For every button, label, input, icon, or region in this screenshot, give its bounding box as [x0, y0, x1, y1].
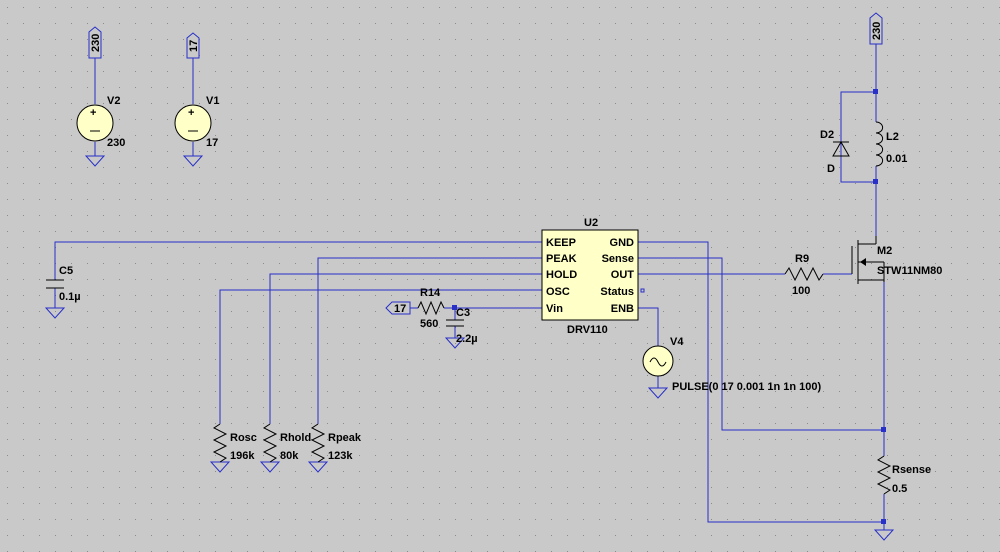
c3-name: C3	[456, 307, 470, 319]
u2-pin-out: OUT	[611, 269, 635, 281]
svg-text:230: 230	[90, 34, 102, 52]
port-v1-17[interactable]: 17	[186, 32, 200, 59]
c5-name: C5	[59, 265, 73, 277]
ic-u2[interactable]: U2 DRV110 KEEP PEAK HOLD OSC Vin GND Sen…	[541, 217, 645, 336]
rosc-value: 196k	[230, 450, 255, 462]
u2-pin-status: Status	[600, 286, 634, 298]
port-l2-230[interactable]: 230	[869, 12, 883, 45]
rhold-name: Rhold	[280, 432, 311, 444]
r9-value: 100	[792, 285, 810, 297]
inductor-l2[interactable]: L2 0.01	[875, 121, 907, 167]
rpeak-name: Rpeak	[328, 432, 362, 444]
u2-pin-osc: OSC	[546, 286, 570, 298]
v4-name: V4	[670, 336, 684, 348]
u2-type: DRV110	[567, 324, 608, 336]
resistor-rpeak[interactable]: Rpeak 123k	[310, 423, 362, 463]
d2-value: D	[827, 163, 835, 175]
u2-pin-sense: Sense	[602, 253, 634, 265]
capacitor-c5[interactable]: C5 0.1µ	[46, 265, 81, 303]
mosfet-m2[interactable]: M2 STW11NM80	[851, 236, 942, 284]
wires	[54, 44, 885, 530]
r14-value: 560	[420, 318, 438, 330]
l2-name: L2	[886, 131, 899, 143]
u2-name: U2	[584, 217, 598, 229]
r14-name: R14	[420, 287, 441, 299]
m2-name: M2	[877, 245, 892, 257]
l2-value: 0.01	[886, 153, 907, 165]
u2-pin-gnd: GND	[610, 237, 635, 249]
u2-pin-vin: Vin	[546, 303, 563, 315]
svg-text:17: 17	[394, 303, 406, 315]
v1-value: 17	[206, 137, 218, 149]
m2-value: STW11NM80	[877, 265, 942, 277]
port-v2-230[interactable]: 230	[88, 26, 102, 59]
d2-name: D2	[820, 129, 834, 141]
u2-pin-hold: HOLD	[546, 269, 577, 281]
pulse-source-v4[interactable]: V4 PULSE(0 17 0.001 1n 1n 100)	[642, 336, 822, 393]
svg-text:17: 17	[188, 40, 200, 52]
rsense-name: Rsense	[892, 464, 931, 476]
rhold-value: 80k	[280, 450, 299, 462]
v2-name: V2	[107, 95, 120, 107]
capacitor-c3[interactable]: C3 2.2µ	[446, 307, 478, 345]
resistor-rsense[interactable]: Rsense 0.5	[876, 455, 931, 495]
v2-value: 230	[107, 137, 125, 149]
resistor-r9[interactable]: R9 100	[784, 253, 824, 297]
port-r14-17[interactable]: 17	[385, 301, 411, 315]
v1-name: V1	[206, 95, 219, 107]
resistor-rhold[interactable]: Rhold 80k	[262, 423, 311, 463]
c5-value: 0.1µ	[59, 291, 81, 303]
voltage-source-v1[interactable]: + V1 17	[174, 95, 219, 149]
status-pin-marker	[640, 288, 645, 293]
svg-text:230: 230	[871, 22, 883, 40]
resistor-rosc[interactable]: Rosc 196k	[212, 423, 257, 463]
rsense-value: 0.5	[892, 483, 907, 495]
u2-pin-enb: ENB	[611, 303, 634, 315]
resistor-r14[interactable]: R14 560	[417, 287, 445, 330]
svg-text:+: +	[90, 107, 96, 119]
u2-pin-peak: PEAK	[546, 253, 577, 265]
ground-symbols	[44, 155, 895, 541]
rosc-name: Rosc	[230, 432, 257, 444]
c3-value: 2.2µ	[456, 333, 478, 345]
v4-value: PULSE(0 17 0.001 1n 1n 100)	[672, 381, 822, 393]
r9-name: R9	[795, 253, 809, 265]
u2-pin-keep: KEEP	[546, 237, 576, 249]
svg-text:+: +	[188, 107, 194, 119]
voltage-source-v2[interactable]: + V2 230	[76, 95, 125, 149]
rpeak-value: 123k	[328, 450, 353, 462]
junctions	[452, 89, 886, 524]
diode-d2[interactable]: D2 D	[820, 129, 850, 175]
